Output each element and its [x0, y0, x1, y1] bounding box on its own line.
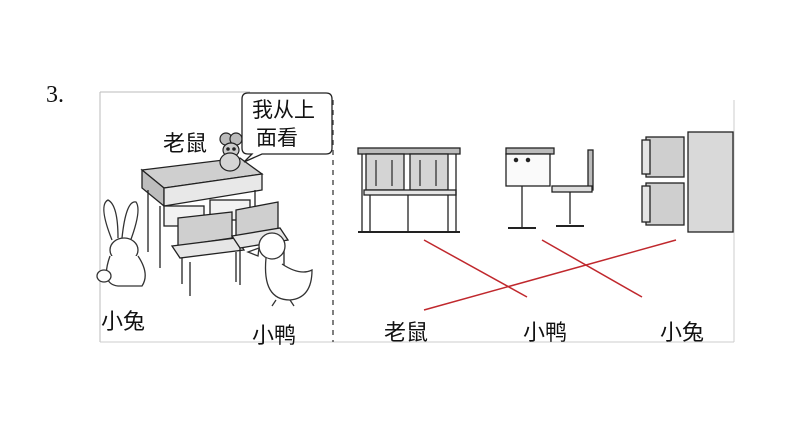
answer-label-duck: 小鸭 — [523, 321, 568, 346]
mouse-figure — [219, 132, 243, 172]
rabbit-label: 小兔 — [101, 310, 146, 335]
top-view-drawing — [641, 131, 734, 233]
front-view-drawing — [357, 147, 461, 233]
rabbit-figure — [96, 199, 146, 287]
duck-figure — [246, 232, 313, 307]
answer-label-rabbit: 小兔 — [660, 321, 705, 346]
match-line-front-to-duck — [423, 239, 528, 298]
speech-bubble-line2: 面看 — [256, 126, 298, 150]
match-line-side-to-rabbit — [541, 239, 643, 298]
match-line-top-to-mouse — [423, 239, 677, 311]
answer-label-mouse: 老鼠 — [384, 321, 429, 346]
mouse-label: 老鼠 — [163, 132, 208, 157]
speech-bubble — [241, 92, 333, 163]
duck-label: 小鸭 — [252, 324, 297, 349]
side-view-drawing — [505, 147, 594, 229]
question-number: 3. — [46, 82, 64, 108]
speech-bubble-line1: 我从上 — [252, 98, 315, 122]
answer-lines — [423, 239, 677, 311]
